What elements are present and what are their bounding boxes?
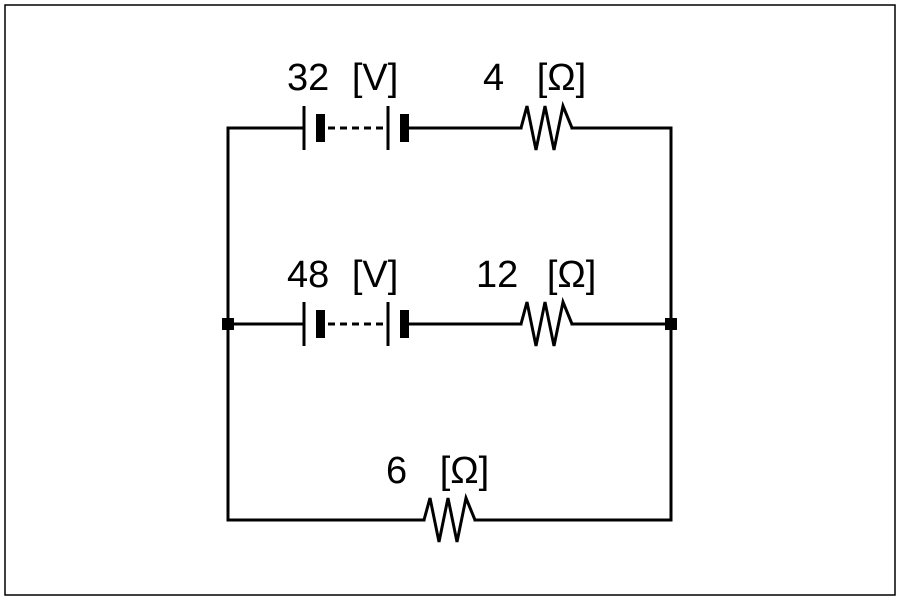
middle-battery-value: 48 [287,254,329,296]
middle-battery-plate-short-2 [400,310,409,338]
bottom-resistor-unit: [Ω] [440,450,490,492]
top-battery-value: 32 [287,57,329,99]
top-resistor-value: 4 [483,57,504,99]
bottom-branch [226,492,673,543]
middle-resistor-value: 12 [476,254,518,296]
top-branch [226,100,673,151]
bottom-resistor-value: 6 [386,450,407,492]
left-junction-node [222,318,234,330]
top-battery-unit: [V] [352,57,398,99]
top-battery-plate-short-2 [400,114,409,142]
middle-resistor-label: 12 [Ω] [476,254,596,296]
top-resistor-unit: [Ω] [537,57,587,99]
top-battery-plate-short-1 [316,114,325,142]
middle-branch [226,296,673,347]
top-resistor [519,100,574,151]
top-battery-label: 32 [V] [287,57,398,99]
diagram-frame [4,4,896,596]
top-resistor-label: 4 [Ω] [483,57,586,99]
middle-battery-label: 48 [V] [287,254,398,296]
middle-resistor-unit: [Ω] [547,254,597,296]
bottom-resistor [422,492,477,543]
middle-resistor [519,296,574,347]
right-junction-node [665,318,677,330]
middle-battery-unit: [V] [352,254,398,296]
bottom-resistor-label: 6 [Ω] [386,450,489,492]
middle-battery-plate-short-1 [316,310,325,338]
